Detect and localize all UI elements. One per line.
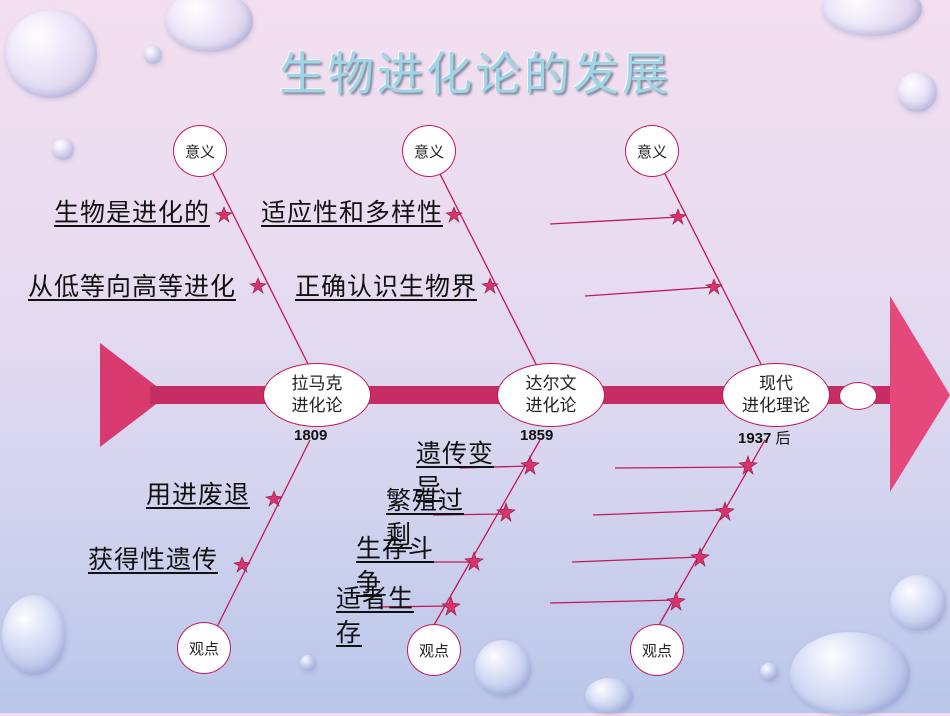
darwin-significance-1: 适应性和多样性: [261, 198, 444, 227]
timeline-end-ellipse: [839, 382, 877, 410]
branch-line: [614, 466, 749, 469]
star-marker: [445, 206, 463, 223]
star-marker: [520, 455, 540, 475]
era-lamarck: 拉马克 进化论: [263, 363, 371, 427]
star-marker: [249, 277, 267, 294]
darwin-viewpoint-3: 生存斗争: [356, 534, 435, 597]
timeline-arrow-tail: [100, 343, 168, 447]
era-year-modern-value: 1937: [738, 430, 772, 447]
star-marker: [215, 206, 233, 223]
branch-line: [571, 556, 701, 563]
viewpoint-node-lamarck: 观点: [177, 622, 231, 674]
water-drop-decoration: [897, 72, 937, 112]
water-drop-decoration: [5, 10, 97, 98]
significance-node-darwin: 意义: [402, 125, 456, 177]
branch-line: [377, 605, 451, 608]
timeline-arrow-head: [890, 296, 950, 492]
water-drop-decoration: [890, 575, 946, 631]
era-darwin: 达尔文 进化论: [497, 363, 605, 427]
branch-line: [432, 513, 507, 516]
water-drop-decoration: [144, 46, 162, 64]
spine-modern-top: [661, 167, 766, 373]
era-year-modern: 1937 后: [738, 427, 791, 448]
branch-line: [592, 509, 726, 516]
darwin-significance-2: 正确认识生物界: [295, 272, 478, 301]
lamarck-significance-1: 生物是进化的: [54, 198, 211, 227]
era-year-lamarck: 1809: [294, 427, 328, 444]
lamarck-significance-2: 从低等向高等进化: [28, 272, 237, 301]
darwin-viewpoint-4: 适者生存: [336, 584, 415, 647]
page-title: 生物进化论的发展: [279, 47, 671, 101]
star-marker: [481, 277, 499, 294]
water-drop-decoration: [475, 640, 531, 696]
water-drop-decoration: [790, 632, 910, 716]
star-marker: [265, 490, 283, 507]
water-drop-decoration: [165, 0, 253, 52]
branch-line: [584, 286, 716, 297]
branch-line: [459, 465, 529, 469]
darwin-viewpoint-2: 繁殖过剩: [386, 486, 465, 549]
era-year-modern-suffix: 后: [775, 429, 791, 447]
water-drop-decoration: [300, 655, 316, 671]
lamarck-viewpoint-2: 获得性遗传: [88, 545, 219, 574]
spine-lamarck-top: [209, 167, 313, 373]
star-marker: [690, 547, 710, 567]
water-drop-decoration: [585, 678, 633, 714]
water-drop-decoration: [760, 663, 778, 681]
spine-darwin-top: [436, 167, 541, 373]
viewpoint-node-modern: 观点: [630, 624, 684, 676]
era-year-darwin: 1859: [520, 427, 554, 444]
lamarck-viewpoint-1: 用进废退: [146, 480, 251, 509]
spine-darwin-bottom: [429, 439, 541, 633]
branch-line: [549, 216, 679, 225]
star-marker: [705, 278, 723, 295]
star-marker: [715, 501, 735, 521]
significance-node-lamarck: 意义: [173, 125, 227, 177]
spine-lamarck-bottom: [212, 439, 311, 636]
star-marker: [738, 455, 758, 475]
star-marker: [666, 591, 686, 611]
star-marker: [669, 208, 687, 225]
viewpoint-node-darwin: 观点: [407, 624, 461, 676]
star-marker: [496, 502, 516, 522]
star-marker: [441, 596, 461, 616]
significance-node-modern: 意义: [625, 125, 679, 177]
darwin-viewpoint-1: 遗传变异: [416, 439, 495, 502]
water-drop-decoration: [2, 595, 66, 675]
branch-line: [549, 599, 678, 604]
star-marker: [233, 556, 251, 573]
star-marker: [464, 551, 484, 571]
water-drop-decoration: [52, 138, 74, 160]
era-modern: 现代 进化理论: [722, 363, 830, 427]
